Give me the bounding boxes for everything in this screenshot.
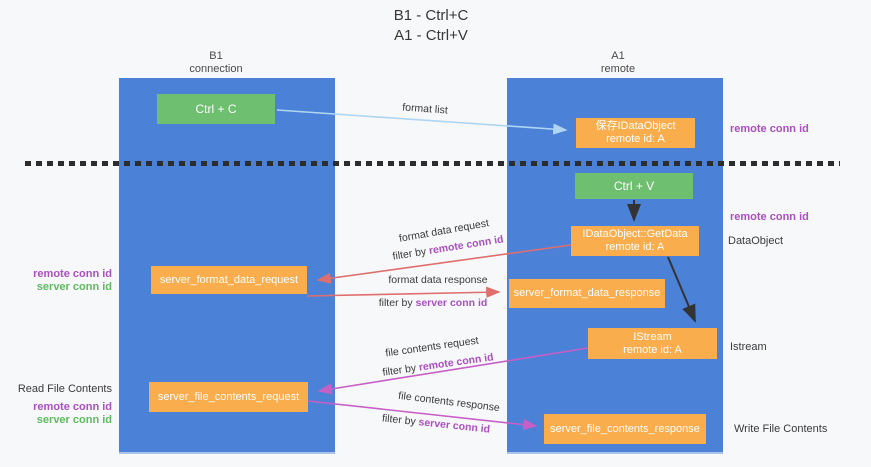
node-idataobject-getdata: IDataObject::GetData remote id: A [571,226,699,256]
node-ctrl-v: Ctrl + V [575,173,693,199]
title-line-2: A1 - Ctrl+V [394,27,468,44]
remote-conn-id-text: remote conn id [418,351,495,374]
diagram-title: B1 - Ctrl+C A1 - Ctrl+V [331,6,531,46]
filter-by-text: filter by [381,412,420,429]
lifeline-a1-name: A1 [611,50,625,62]
node-server-file-contents-request: server_file_contents_request [149,382,308,412]
edge-label-file-contents-response: file contents response [397,389,501,415]
annotation-remote-conn-id-mid: remote conn id [730,211,809,223]
lifeline-header-a1: A1 remote [556,50,680,76]
node-server-format-data-response-label: server_format_data_response [513,287,661,299]
lifeline-header-b1: B1 connection [154,50,278,76]
node-istream-line2: remote id: A [623,343,682,356]
annotation-istream: Istream [730,341,767,353]
node-ctrl-c: Ctrl + C [157,94,275,124]
node-server-format-data-response: server_format_data_response [509,279,665,308]
annotation-server-conn-id-left2: server conn id [36,414,112,426]
edge-label-format-list: format list [401,101,449,117]
title-line-1: B1 - Ctrl+C [393,7,469,24]
filter-by-text: filter by [381,361,420,379]
annotation-remote-conn-id-top: remote conn id [730,123,809,135]
node-istream: IStream remote id: A [588,328,717,359]
annotation-read-file-contents: Read File Contents [17,383,112,395]
node-server-format-data-request: server_format_data_request [151,266,307,294]
lifeline-b1-role: connection [189,63,243,75]
node-server-format-data-request-label: server_format_data_request [159,273,299,286]
phase-separator-dashed-line [25,161,840,166]
edge-label-format-data-response: format data response [388,274,488,286]
node-getdata-line1: IDataObject::GetData [582,228,688,240]
node-server-file-contents-response: server_file_contents_response [544,414,706,444]
server-conn-id-text: server conn id [415,297,488,309]
node-istream-line1: IStream [633,330,672,343]
annotation-remote-conn-id-left2: remote conn id [33,401,112,413]
edge-label-filter-server-1: filter by server conn id [379,297,488,309]
edge-label-filter-server-2: filter by server conn id [381,412,490,435]
filter-by-text: filter by [378,297,416,309]
annotation-write-file-contents: Write File Contents [734,423,828,435]
annotation-dataobject: DataObject [728,235,784,247]
node-save-idataobject-line2: remote id: A [606,133,665,145]
node-getdata-line2: remote id: A [605,241,665,253]
lifeline-b1-name: B1 [209,50,223,62]
format-data-response-arrow [306,286,501,298]
annotation-remote-conn-id-left1: remote conn id [33,268,112,280]
node-save-idataobject-line1: 保存IDataObject [595,120,676,132]
node-ctrl-c-label: Ctrl + C [195,101,237,116]
annotation-server-conn-id-left1: server conn id [36,281,112,293]
node-server-file-contents-response-label: server_file_contents_response [550,422,700,435]
filter-by-text: filter by [391,245,430,263]
server-conn-id-text: server conn id [417,416,491,436]
node-server-file-contents-request-label: server_file_contents_request [157,390,300,403]
node-ctrl-v-label: Ctrl + V [613,178,655,193]
node-save-idataobject: 保存IDataObject remote id: A [576,118,695,148]
lifeline-a1-role: remote [600,63,636,75]
